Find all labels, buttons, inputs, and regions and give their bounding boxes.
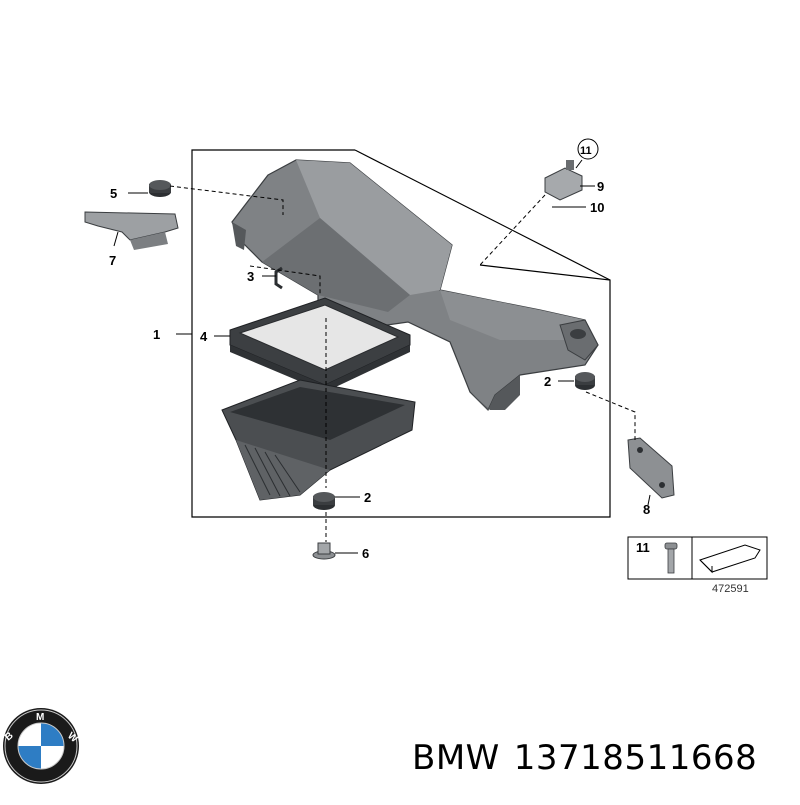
bolt-part-6 xyxy=(312,542,336,560)
leader-8 xyxy=(647,494,651,506)
dash-holder-8 xyxy=(585,391,636,440)
leader-7 xyxy=(113,231,119,247)
brand-name: BMW xyxy=(412,738,500,778)
parts-legend-box: 11 472591 xyxy=(627,536,768,595)
callout-6: 6 xyxy=(362,546,369,561)
grommet-part-2-bottom xyxy=(313,492,335,510)
air-filter-housing-lower xyxy=(221,379,416,501)
callout-11: 11 xyxy=(580,145,592,157)
callout-9: 9 xyxy=(597,179,604,194)
brand-part-label: BMW 13718511668 xyxy=(412,738,792,788)
view-direction-arrow-icon xyxy=(699,544,761,574)
legend-item-number: 11 xyxy=(636,540,650,555)
sensor-part-9 xyxy=(544,160,583,201)
dash-clip-3 xyxy=(249,265,321,296)
callout-11-circle xyxy=(577,138,599,160)
callout-7: 7 xyxy=(109,253,116,268)
rubber-mount-part-5 xyxy=(149,180,171,197)
part-number: 13718511668 xyxy=(513,738,758,778)
callout-3: 3 xyxy=(247,269,254,284)
air-filter-housing-cover xyxy=(231,159,599,412)
diagram-code: 472591 xyxy=(712,583,749,595)
grommet-part-2-right xyxy=(575,372,595,390)
callout-2-bottom: 2 xyxy=(364,490,371,505)
dash-sensor xyxy=(479,194,546,266)
callout-2-right: 2 xyxy=(544,374,551,389)
bracket-part-7 xyxy=(84,211,179,250)
callout-4: 4 xyxy=(200,329,208,344)
dash-mount-5 xyxy=(169,185,284,215)
leader-11 xyxy=(575,159,583,169)
svg-text:M: M xyxy=(36,712,44,723)
air-filter-element xyxy=(229,297,411,392)
holder-part-8 xyxy=(627,437,675,499)
callout-1: 1 xyxy=(153,327,160,342)
callout-5: 5 xyxy=(110,186,117,201)
screw-icon xyxy=(664,542,678,574)
assembly-frame-edge xyxy=(354,149,611,281)
callout-8: 8 xyxy=(643,502,650,517)
assembly-frame xyxy=(191,149,611,518)
callout-10: 10 xyxy=(590,200,604,215)
bmw-logo: B M W xyxy=(3,708,80,784)
